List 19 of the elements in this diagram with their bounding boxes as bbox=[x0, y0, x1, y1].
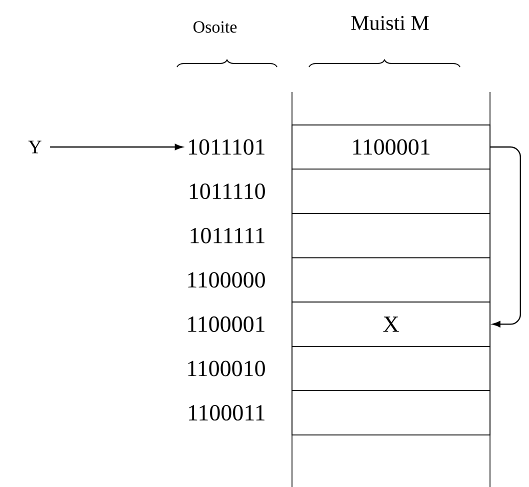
memory-cell bbox=[292, 213, 490, 258]
address-label: 1100010 bbox=[188, 360, 265, 376]
address-label: 1011111 bbox=[190, 228, 264, 244]
address-label: 1011110 bbox=[190, 184, 265, 200]
address-label: 1100011 bbox=[189, 405, 264, 421]
pointer-label: Y bbox=[28, 140, 42, 154]
address-label: 1100000 bbox=[188, 272, 265, 288]
memory-cell bbox=[292, 346, 490, 392]
memory-cell bbox=[292, 168, 490, 214]
address-label: 1011101 bbox=[189, 139, 264, 155]
column-heading: Muisti M bbox=[351, 16, 429, 30]
memory-cell bbox=[292, 390, 490, 436]
memory-cell: X bbox=[292, 302, 490, 347]
address-label: 1100001 bbox=[188, 316, 264, 332]
arrow bbox=[490, 146, 521, 328]
arrow bbox=[50, 144, 183, 150]
memory-cell bbox=[292, 257, 490, 302]
column-heading: Osoite bbox=[194, 21, 237, 33]
memory-cell: 1100001 bbox=[292, 124, 490, 170]
